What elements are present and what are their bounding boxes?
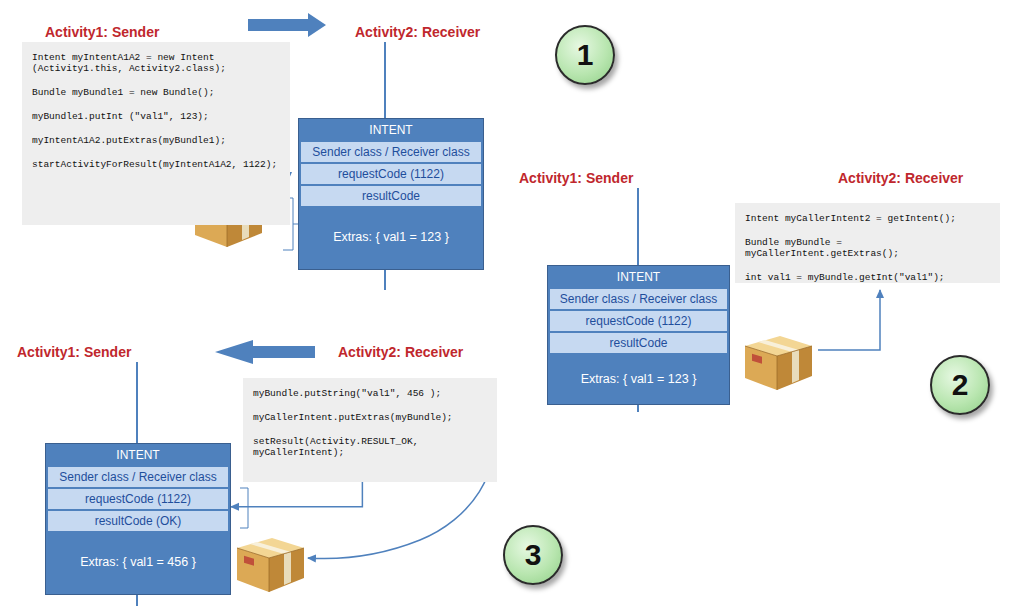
intent-box: INTENT Sender class / Receiver class reque… xyxy=(45,443,231,595)
code-line: startActivityForResult(myIntentA1A2, 112… xyxy=(32,159,280,170)
callout-digit: 1 xyxy=(577,38,594,72)
intent-field: requestCode (1122) xyxy=(301,164,481,184)
code-box: Intent myIntentA1A2 = new Intent (Activi… xyxy=(22,42,290,225)
code-line: Bundle myBundle = myCallerIntent.getExtr… xyxy=(745,237,990,259)
intent-field: Sender class / Receiver class xyxy=(301,142,481,162)
intent-box: INTENT Sender class / Receiver class reque… xyxy=(298,118,484,270)
field-text: Sender class / Receiver class xyxy=(560,292,717,306)
callout-number: 1 xyxy=(555,25,615,85)
intent-extras: Extras: { val1 = 123 } xyxy=(301,211,481,263)
intent-field: requestCode (1122) xyxy=(48,489,228,509)
package-icon xyxy=(237,538,304,592)
field-text: requestCode (1122) xyxy=(85,492,191,506)
direction-arrow xyxy=(215,340,315,364)
code-line: myBundle1.putInt ("val1", 123); xyxy=(32,111,280,122)
activity-label: Activity1: Sender xyxy=(17,344,131,360)
direction-arrow xyxy=(248,13,326,37)
field-text: INTENT xyxy=(299,119,483,141)
result-connector xyxy=(231,482,362,507)
callout-number: 2 xyxy=(930,355,990,415)
field-text: Sender class / Receiver class xyxy=(312,145,469,159)
field-text: resultCode xyxy=(362,189,420,203)
intent-field: Sender class / Receiver class xyxy=(48,467,228,487)
intent-field: Sender class / Receiver class xyxy=(550,289,727,309)
intent-extras: Extras: { val1 = 123 } xyxy=(550,356,727,402)
intent-extras: Extras: { val1 = 456 } xyxy=(48,536,228,588)
field-text: resultCode xyxy=(609,336,667,350)
code-line: int val1 = myBundle.getInt("val1"); xyxy=(745,272,990,283)
intent-field: resultCode xyxy=(550,333,727,353)
activity-label: Activity1: Sender xyxy=(519,170,633,186)
field-text: INTENT xyxy=(548,266,729,288)
callout-digit: 3 xyxy=(525,538,542,572)
code-line: myCallerIntent.putExtras(myBundle); xyxy=(253,412,487,423)
activity-label: Activity2: Receiver xyxy=(838,170,963,186)
callout-number: 3 xyxy=(503,525,563,585)
bracket xyxy=(240,488,248,528)
activity-label: Activity1: Sender xyxy=(45,24,159,40)
field-text: Extras: { val1 = 123 } xyxy=(581,372,697,386)
code-line: Bundle myBundle1 = new Bundle(); xyxy=(32,87,280,98)
intent-box: INTENT Sender class / Receiver class reque… xyxy=(547,265,730,405)
activity-label: Activity2: Receiver xyxy=(355,24,480,40)
code-line: Intent myIntentA1A2 = new Intent (Activi… xyxy=(32,52,280,74)
field-text: Sender class / Receiver class xyxy=(59,470,216,484)
field-text: Extras: { val1 = 123 } xyxy=(333,230,449,244)
intent-field: resultCode xyxy=(301,186,481,206)
field-text: requestCode (1122) xyxy=(338,167,444,181)
code-box: Intent myCallerIntent2 = getIntent(); Bun… xyxy=(735,203,1000,283)
activity-label: Activity2: Receiver xyxy=(338,344,463,360)
intent-field: requestCode (1122) xyxy=(550,311,727,331)
code-line: myIntentA1A2.putExtras(myBundle1); xyxy=(32,135,280,146)
field-text: requestCode (1122) xyxy=(586,314,692,328)
leader-arrow xyxy=(818,290,880,350)
field-text: Extras: { val1 = 456 } xyxy=(80,555,196,569)
code-line: setResult(Activity.RESULT_OK, myCallerIn… xyxy=(253,436,487,458)
code-line: Intent myCallerIntent2 = getIntent(); xyxy=(745,213,990,224)
code-line: myBundle.putString("val1", 456 ); xyxy=(253,388,487,399)
package-icon xyxy=(745,336,812,390)
field-text: resultCode (OK) xyxy=(95,514,182,528)
code-box: myBundle.putString("val1", 456 ); myCalle… xyxy=(243,378,497,482)
field-text: INTENT xyxy=(46,444,230,466)
intent-field: resultCode (OK) xyxy=(48,511,228,531)
callout-digit: 2 xyxy=(952,368,969,402)
